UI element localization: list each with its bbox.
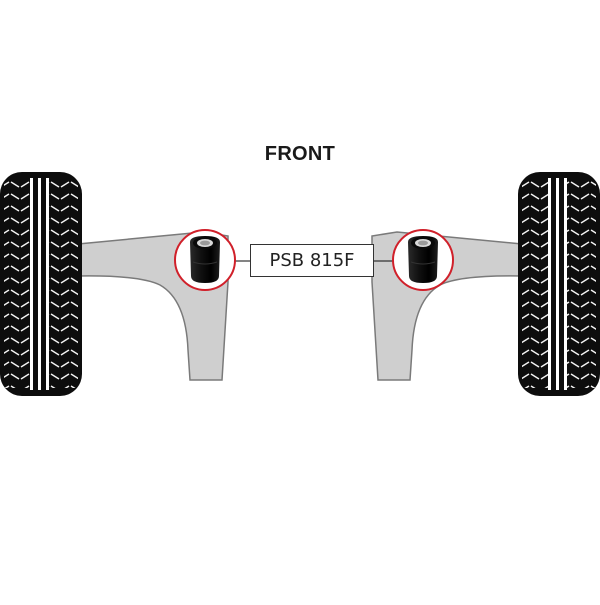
right-bush-callout <box>392 229 454 291</box>
part-number-label: PSB 815F <box>250 244 374 277</box>
diagram-title: FRONT <box>264 143 336 165</box>
right-wheel <box>518 172 600 396</box>
right-bush-icon <box>408 236 438 283</box>
left-wheel <box>0 172 82 396</box>
part-number-text: PSB 815F <box>269 250 355 271</box>
left-bush-icon <box>190 236 220 283</box>
left-bush-callout <box>174 229 236 291</box>
